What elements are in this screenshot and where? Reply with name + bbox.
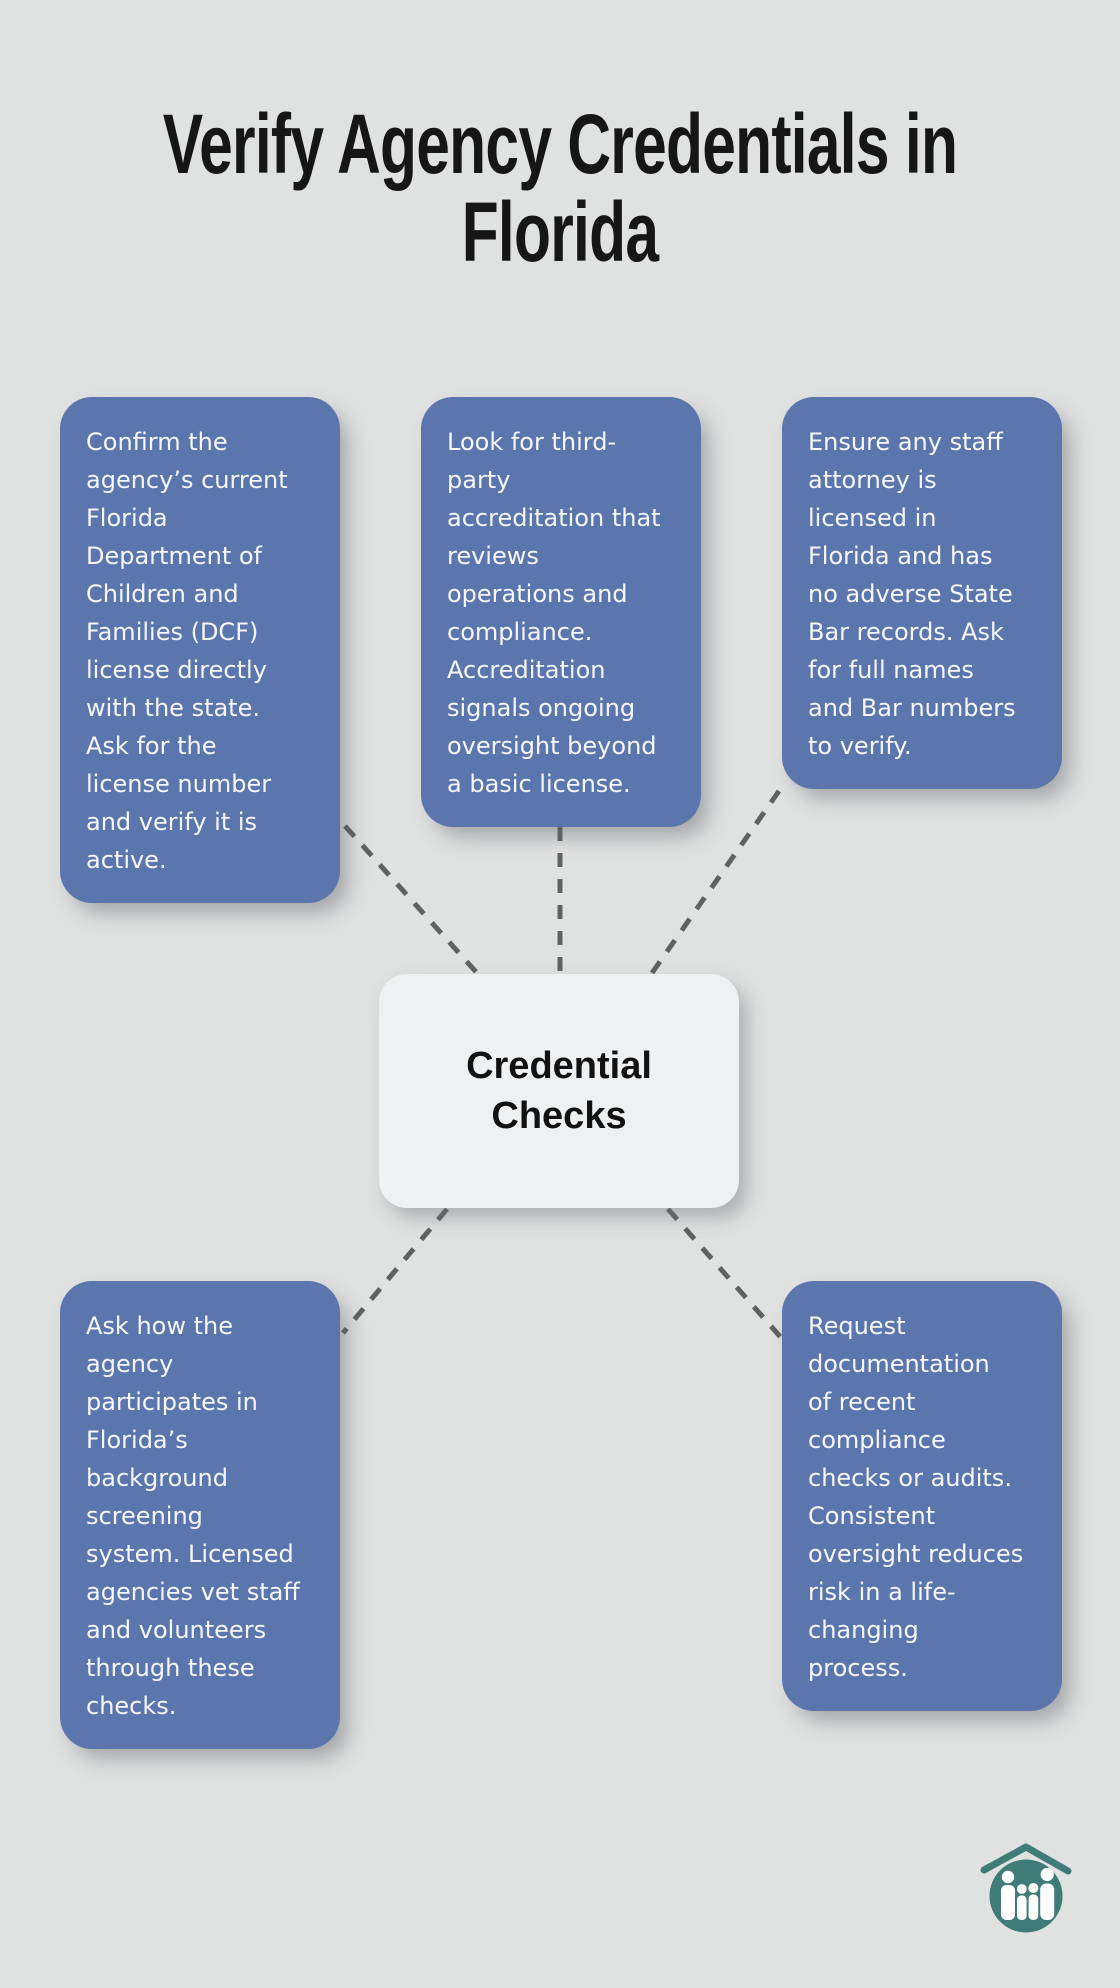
node-card-dcf-license: Confirm the agency’s current Florida Dep… [60,397,340,903]
family-home-icon [980,1843,1072,1933]
node-text-compliance-audits: Request documentation of recent complian… [808,1312,1024,1682]
node-text-dcf-license: Confirm the agency’s current Florida Dep… [86,428,288,874]
connector-line-audits [666,1207,786,1343]
page-title: Verify Agency Credentials in Florida [162,97,958,279]
node-card-background-screening: Ask how the agency participates in Flori… [60,1281,340,1749]
node-text-staff-attorney: Ensure any staff attorney is licensed in… [808,428,1016,760]
center-node: Credential Checks [379,974,739,1208]
node-text-background-screening: Ask how the agency participates in Flori… [86,1312,300,1720]
family-figures-icon [1001,1867,1055,1920]
center-node-label: Credential Checks [466,1045,652,1137]
node-card-third-party-accreditation: Look for third- party accreditation that… [421,397,701,827]
node-card-compliance-audits: Request documentation of recent complian… [782,1281,1062,1711]
node-text-third-party-accreditation: Look for third- party accreditation that… [447,428,661,798]
connector-line-screening [341,1207,449,1335]
connector-line-dcf [343,824,479,975]
node-card-staff-attorney: Ensure any staff attorney is licensed in… [782,397,1062,789]
roof-icon [980,1843,1072,1875]
connector-line-attorney [649,789,782,975]
